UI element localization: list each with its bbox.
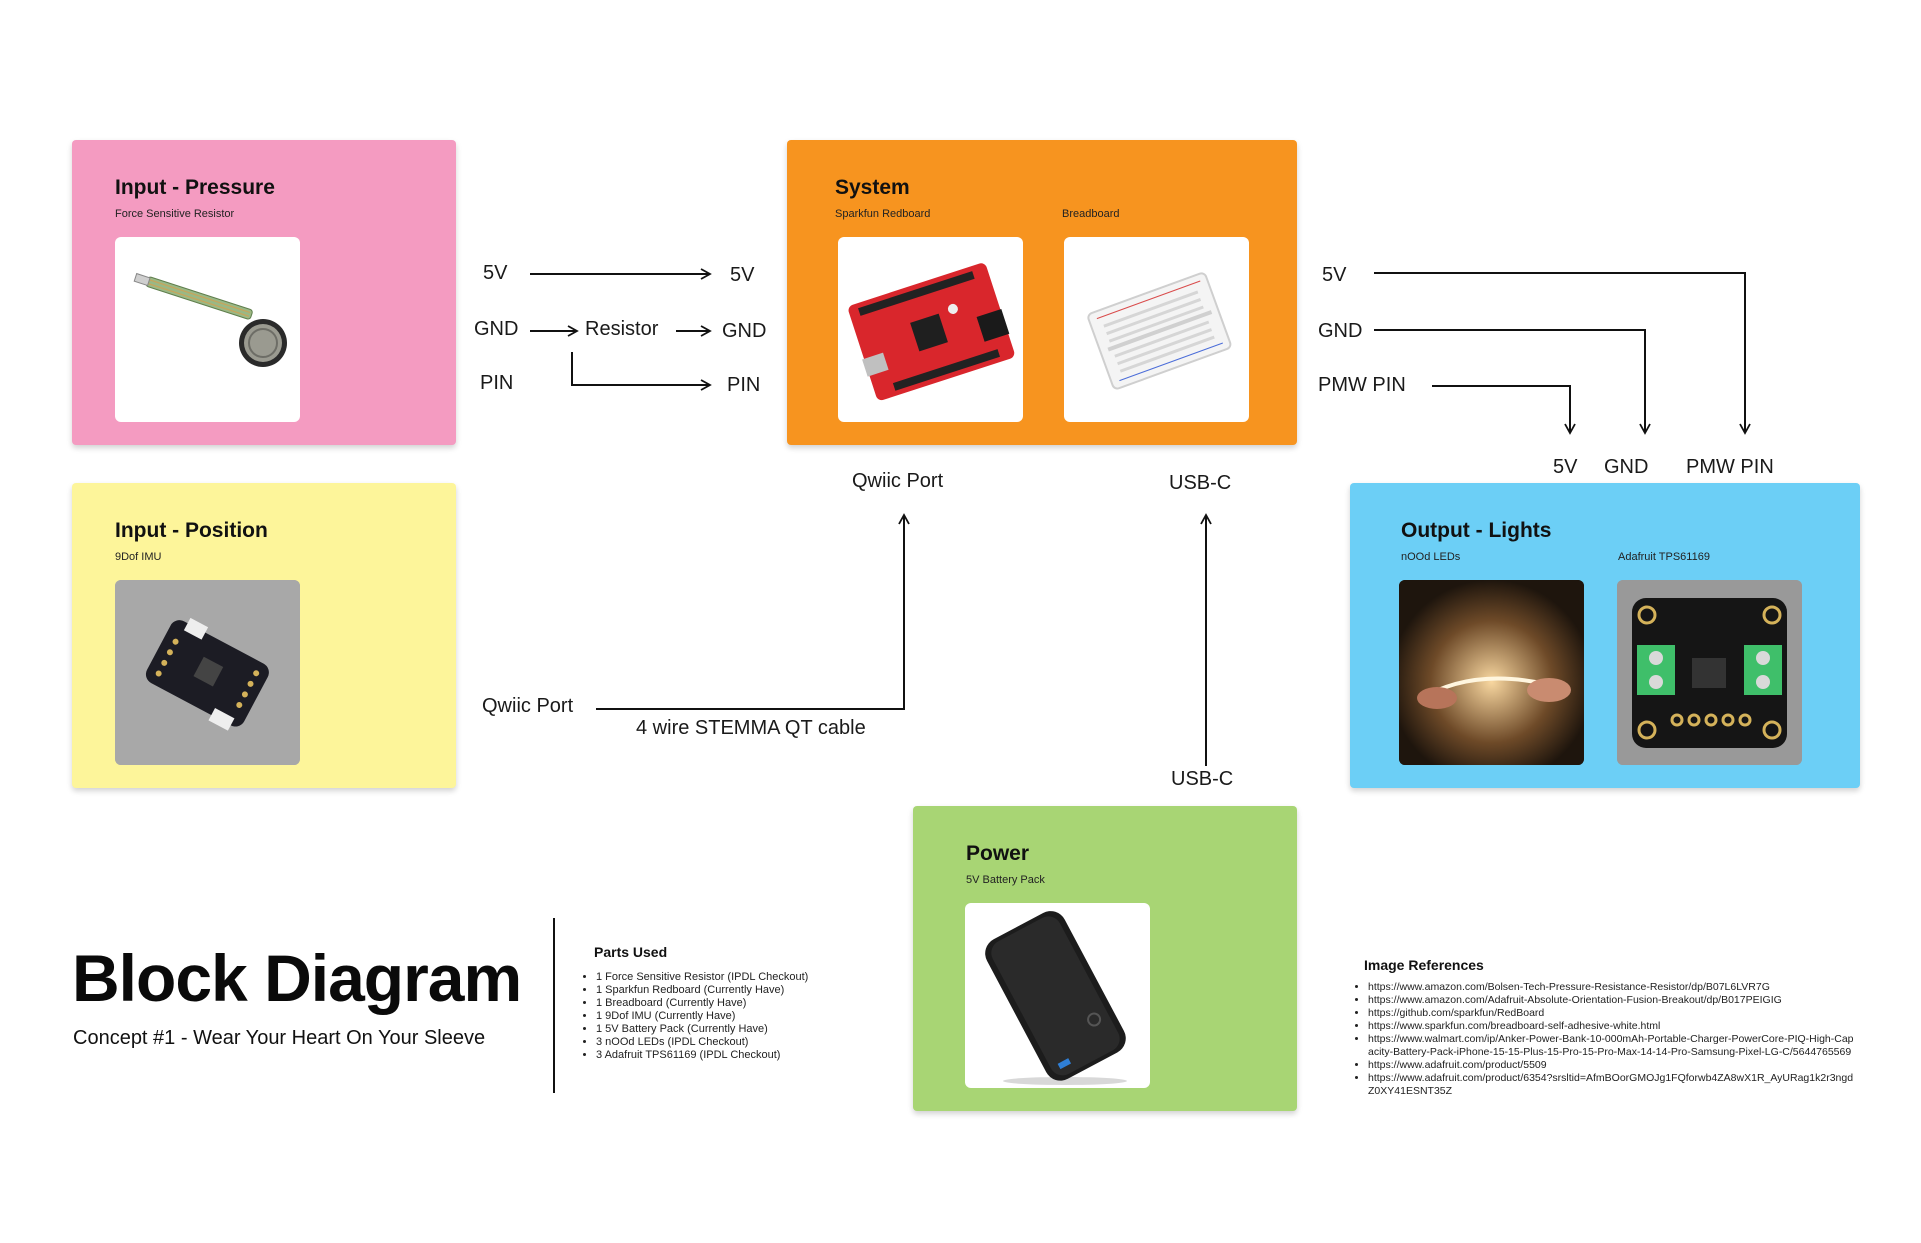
label-out-gnd: GND	[1318, 320, 1363, 342]
list-item: 1 Breadboard (Currently Have)	[596, 997, 916, 1010]
wire-qwiic	[596, 513, 910, 710]
label-resistor: Resistor	[585, 318, 659, 340]
card-title: Input - Position	[115, 519, 268, 542]
system-card: System Sparkfun Redboard Breadboard	[787, 140, 1297, 445]
label-system-5v: 5V	[730, 264, 755, 286]
fsr-image	[115, 237, 300, 422]
label-lights-pmw: PMW PIN	[1686, 456, 1774, 478]
divider	[553, 918, 555, 1093]
card-subtitle: 9Dof IMU	[115, 551, 162, 563]
tps-subtitle: Adafruit TPS61169	[1618, 551, 1710, 563]
redboard-icon	[848, 263, 1015, 401]
list-item: 1 9Dof IMU (Currently Have)	[596, 1010, 916, 1023]
card-title: Output - Lights	[1401, 519, 1552, 542]
tps61169-board-icon	[1617, 580, 1802, 765]
refs-heading: Image References	[1364, 957, 1484, 973]
label-out-5v: 5V	[1322, 264, 1347, 286]
battery-pack-icon	[985, 911, 1127, 1085]
leds-image	[1399, 580, 1584, 765]
list-item: 3 nOOd LEDs (IPDL Checkout)	[596, 1036, 916, 1049]
wire-pin-in	[571, 352, 712, 391]
list-item: https://github.com/sparkfun/RedBoard	[1368, 1007, 1858, 1020]
card-title: System	[835, 176, 910, 199]
label-qwiic-imu: Qwiic Port	[482, 695, 574, 717]
label-lights-gnd: GND	[1604, 456, 1649, 478]
redboard-subtitle: Sparkfun Redboard	[835, 208, 931, 220]
list-item: https://www.adafruit.com/product/6354?sr…	[1368, 1072, 1858, 1098]
label-usbc-power: USB-C	[1171, 768, 1234, 790]
label-usbc-system: USB-C	[1169, 472, 1232, 494]
breadboard-subtitle: Breadboard	[1062, 208, 1120, 220]
card-title: Power	[966, 842, 1030, 865]
wire-gnd-out	[1374, 329, 1651, 435]
label-out-pmw: PMW PIN	[1318, 374, 1406, 396]
refs-list: https://www.amazon.com/Bolsen-Tech-Press…	[1356, 981, 1858, 1098]
list-item: https://www.sparkfun.com/breadboard-self…	[1368, 1020, 1858, 1033]
wire-5v-out	[1374, 272, 1751, 435]
output-lights-card: Output - Lights nOOd LEDs Adafruit TPS61…	[1350, 483, 1860, 788]
parts-list: 1 Force Sensitive Resistor (IPDL Checkou…	[584, 971, 916, 1062]
label-system-pin: PIN	[727, 374, 761, 396]
imu-board-icon	[115, 580, 300, 765]
parts-heading: Parts Used	[594, 944, 668, 960]
input-position-card: Input - Position 9Dof IMU	[72, 483, 456, 788]
redboard-image	[838, 237, 1023, 422]
label-lights-5v: 5V	[1553, 456, 1578, 478]
list-item: https://www.amazon.com/Bolsen-Tech-Press…	[1368, 981, 1858, 994]
card-subtitle: 5V Battery Pack	[966, 874, 1045, 886]
list-item: 1 5V Battery Pack (Currently Have)	[596, 1023, 916, 1036]
card-subtitle: Force Sensitive Resistor	[115, 208, 235, 220]
label-pressure-pin: PIN	[480, 372, 514, 394]
list-item: 1 Sparkfun Redboard (Currently Have)	[596, 984, 916, 997]
force-sensitive-resistor-icon	[133, 272, 287, 367]
label-system-gnd: GND	[722, 320, 767, 342]
imu-image	[115, 580, 300, 765]
list-item: 1 Force Sensitive Resistor (IPDL Checkou…	[596, 971, 916, 984]
power-card: Power 5V Battery Pack	[913, 806, 1297, 1111]
page-subtitle: Concept #1 - Wear Your Heart On Your Sle…	[73, 1027, 486, 1049]
leds-subtitle: nOOd LEDs	[1401, 551, 1461, 563]
list-item: 3 Adafruit TPS61169 (IPDL Checkout)	[596, 1049, 916, 1062]
wire-pmw-out	[1432, 385, 1576, 435]
list-item: https://www.walmart.com/ip/Anker-Power-B…	[1368, 1033, 1858, 1059]
label-pressure-gnd: GND	[474, 318, 519, 340]
page-title: Block Diagram	[72, 941, 522, 1015]
breadboard-image	[1064, 237, 1249, 422]
card-title: Input - Pressure	[115, 176, 275, 199]
list-item: https://www.adafruit.com/product/5509	[1368, 1059, 1858, 1072]
label-pressure-5v: 5V	[483, 262, 508, 284]
label-qwiic-system: Qwiic Port	[852, 470, 944, 492]
battery-image	[965, 903, 1150, 1088]
nood-leds-icon	[1399, 580, 1584, 765]
label-stemma-cable: 4 wire STEMMA QT cable	[636, 717, 866, 739]
breadboard-icon	[1087, 272, 1232, 390]
list-item: https://www.amazon.com/Adafruit-Absolute…	[1368, 994, 1858, 1007]
input-pressure-card: Input - Pressure Force Sensitive Resisto…	[72, 140, 456, 445]
tps-image	[1617, 580, 1802, 765]
